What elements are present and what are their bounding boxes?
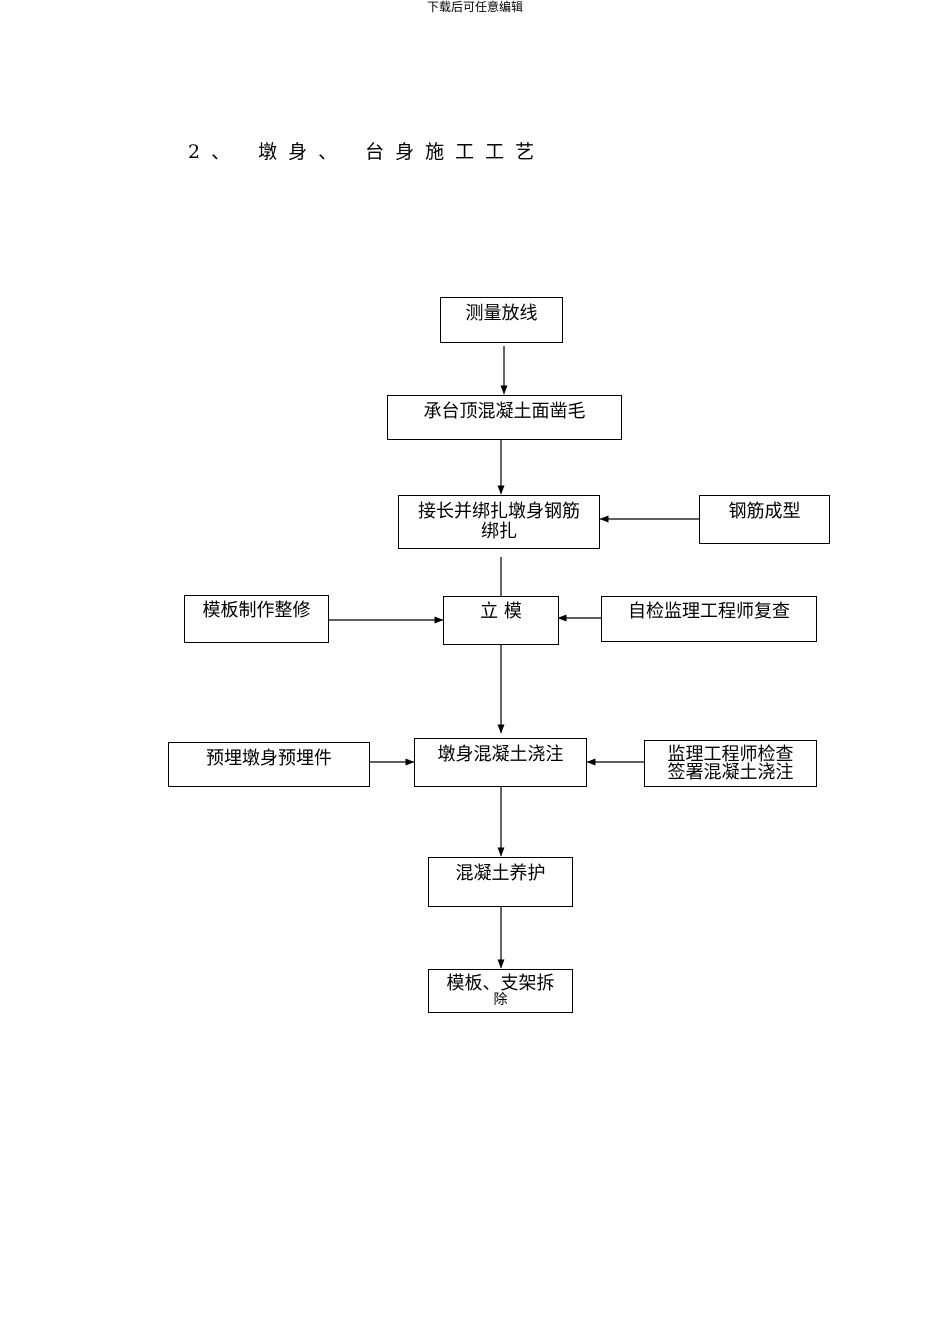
node-rebar-bind: 接长并绑扎墩身钢筋 绑扎 — [398, 495, 600, 549]
node-erect-form: 立 模 — [443, 596, 559, 645]
node-self-check: 自检监理工程师复查 — [601, 596, 817, 642]
node-formwork-make: 模板制作整修 — [184, 595, 329, 643]
node-survey: 测量放线 — [440, 297, 563, 343]
node-pour: 墩身混凝土浇注 — [414, 738, 587, 787]
node-cure: 混凝土养护 — [428, 857, 573, 907]
node-embed: 预埋墩身预埋件 — [168, 742, 370, 787]
page-header: 下载后可任意编辑 — [426, 0, 523, 14]
node-chisel: 承台顶混凝土面凿毛 — [387, 395, 622, 440]
node-rebar-form: 钢筋成型 — [699, 495, 830, 544]
node-inspect: 监理工程师检查 签署混凝土浇注 — [644, 740, 817, 787]
node-remove: 模板、支架拆 除 — [428, 969, 573, 1013]
section-title: 2、 墩身、 台身施工工艺 — [188, 141, 546, 163]
